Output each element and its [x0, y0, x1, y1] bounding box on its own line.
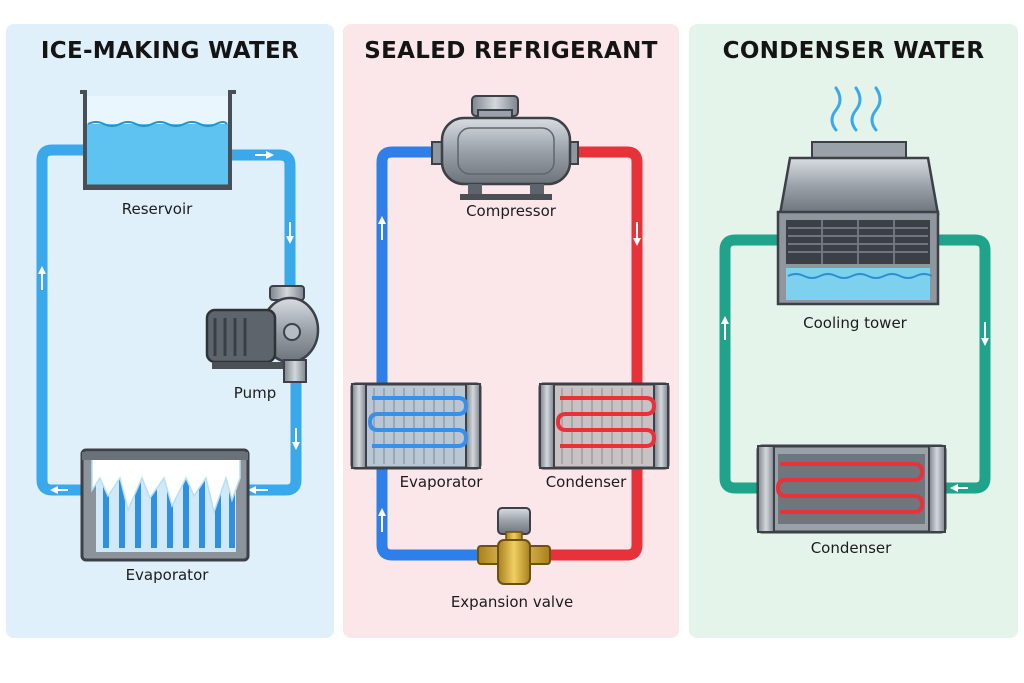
refrigerant-flow-arrows — [378, 216, 641, 532]
refrigerant-evaporator-label: Evaporator — [399, 473, 483, 491]
ice-water-flow-arrows — [38, 151, 300, 494]
cooling-tower — [776, 141, 940, 306]
ice-water-loop-pipes — [36, 144, 302, 496]
refrigerant-evaporator — [350, 382, 482, 470]
pump-label: Pump — [233, 384, 277, 402]
sealed-refrigerant-title: SEALED REFRIGERANT — [364, 38, 658, 64]
condenser-water-flow-arrows — [721, 316, 989, 492]
ice-evaporator — [80, 448, 250, 562]
ice-evaporator-label: Evaporator — [125, 566, 209, 584]
compressor — [431, 95, 579, 200]
pump — [205, 285, 320, 383]
ice-making-water-title: ICE-MAKING WATER — [40, 38, 300, 64]
expansion-valve-label: Expansion valve — [450, 593, 574, 611]
compressor-label: Compressor — [466, 202, 556, 220]
refrigerant-condenser-label: Condenser — [545, 473, 627, 491]
refrigerant-cold-pipes — [376, 146, 491, 561]
reservoir — [80, 90, 236, 190]
refrigerant-hot-pipes — [539, 146, 643, 561]
water-condenser-label: Condenser — [810, 539, 892, 557]
refrigerant-condenser — [538, 382, 670, 470]
steam-icon — [830, 86, 882, 132]
condenser-water-title: CONDENSER WATER — [722, 38, 985, 64]
water-condenser — [756, 444, 947, 534]
reservoir-label: Reservoir — [121, 200, 193, 218]
condenser-water-pipes — [719, 234, 991, 494]
cooling-tower-label: Cooling tower — [803, 314, 907, 332]
expansion-valve — [477, 507, 551, 585]
